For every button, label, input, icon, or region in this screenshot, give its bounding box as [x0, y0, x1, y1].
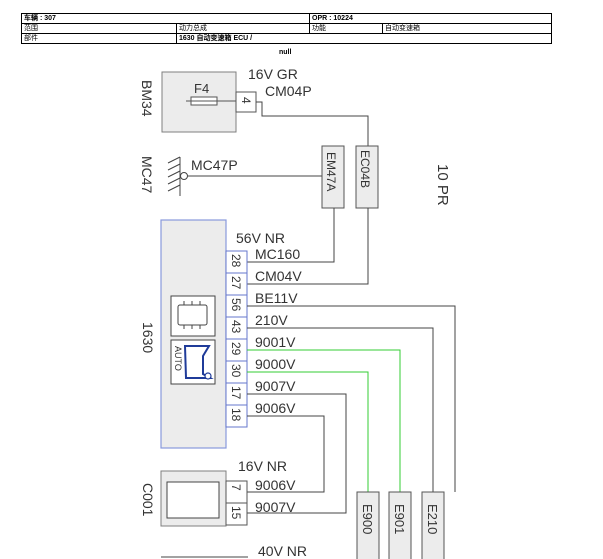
ecu-wire-label: MC160: [255, 246, 300, 262]
wire-cm04p: [256, 101, 369, 146]
bm34-wire-spec: 16V GR: [248, 66, 298, 82]
terminal-box: [356, 491, 380, 559]
terminal-label: E901: [392, 504, 407, 534]
ecu-wire-label: 210V: [255, 312, 288, 328]
c001-pin-box: [225, 502, 248, 526]
ecu-pin-column: 28 27 56 43 29 30 17 18: [225, 250, 248, 428]
ground-point: [180, 172, 188, 180]
c001-pin-label: 15: [229, 506, 243, 520]
terminal-label: E900: [360, 504, 375, 534]
header-table: 车辆 : 307 OPR : 10224 范围 动力总成 功能 自动变速箱 部件…: [21, 13, 552, 44]
ecu-wire-label: 9001V: [255, 334, 296, 350]
ecu-pin-label: 17: [229, 386, 243, 400]
ecu-wire-spec: 56V NR: [236, 230, 285, 246]
c001-pin-label: 7: [229, 484, 243, 491]
c001-component: C001 7 15: [140, 470, 248, 527]
ecu-pin-label: 18: [229, 408, 243, 422]
mc47-connector-label: MC47P: [191, 157, 238, 173]
ecu-wire-label: 9007V: [255, 378, 296, 394]
c001-wire-labels: 9006V 9007V: [255, 477, 296, 515]
ecu-wire-label: BE11V: [255, 290, 298, 306]
wire-be11v: [247, 305, 456, 492]
fuse-label: F4: [194, 81, 209, 96]
c001-wire-label: 9007V: [255, 499, 296, 515]
bm34-component: F4 4 BM34: [139, 71, 257, 133]
terminal-box: [421, 491, 445, 559]
auto-label: AUTO: [173, 346, 183, 371]
ecu-wire-label: 9000V: [255, 356, 296, 372]
wire-9001v: [247, 349, 401, 492]
ecu-pin-label: 43: [229, 320, 243, 334]
part-value: 1630 自动变速箱 ECU /: [176, 33, 552, 44]
c001-socket: [166, 481, 220, 519]
ecu-pin-label: 29: [229, 342, 243, 356]
ecu-pin-label: 28: [229, 254, 243, 268]
wire-210v: [247, 327, 434, 492]
ecu-wire-label: CM04V: [255, 268, 302, 284]
diagram-subtitle: null: [279, 49, 292, 56]
ecu-pin-label: 27: [229, 276, 243, 290]
terminal-box: [388, 491, 412, 559]
bm34-pin: 4: [239, 97, 253, 104]
ec04b-connector: [355, 145, 379, 209]
c001-label: C001: [140, 483, 156, 517]
terminal-group: E900 E901 E210: [356, 491, 445, 559]
ec04b-label: EC04B: [358, 150, 372, 188]
wire-9007v: [247, 393, 347, 514]
bm34-label: BM34: [139, 80, 155, 117]
wire-9006v: [247, 415, 325, 493]
c001-wire-label: 9006V: [255, 477, 296, 493]
c001-pin-column: 7 15: [225, 480, 248, 526]
ecu-pin-label: 56: [229, 298, 243, 312]
mc47-label: MC47: [139, 156, 155, 194]
right-harness-label: 10 PR: [434, 164, 451, 206]
terminal-label: E210: [425, 504, 440, 534]
bottom-wire-spec: 40V NR: [258, 543, 307, 559]
bm34-connector-label: CM04P: [265, 83, 312, 99]
ecu-pin-label: 30: [229, 364, 243, 378]
em47a-connector: [321, 145, 345, 209]
ecu-wire-label: 9006V: [255, 400, 296, 416]
wire-mc160: [247, 208, 335, 263]
wire-cm04v: [247, 208, 369, 285]
mc47-ground: MC47: [139, 156, 188, 196]
em47a-label: EM47A: [324, 152, 338, 191]
ecu-1630: 1630 AUTO 28 27 56 43 29 30 17 18: [140, 219, 248, 449]
auto-gearbox-icon: AUTO: [170, 339, 216, 385]
chip-icon: [170, 295, 216, 337]
wire-9000v: [247, 371, 369, 492]
c001-wire-spec: 16V NR: [238, 458, 287, 474]
ecu-label: 1630: [140, 322, 156, 353]
